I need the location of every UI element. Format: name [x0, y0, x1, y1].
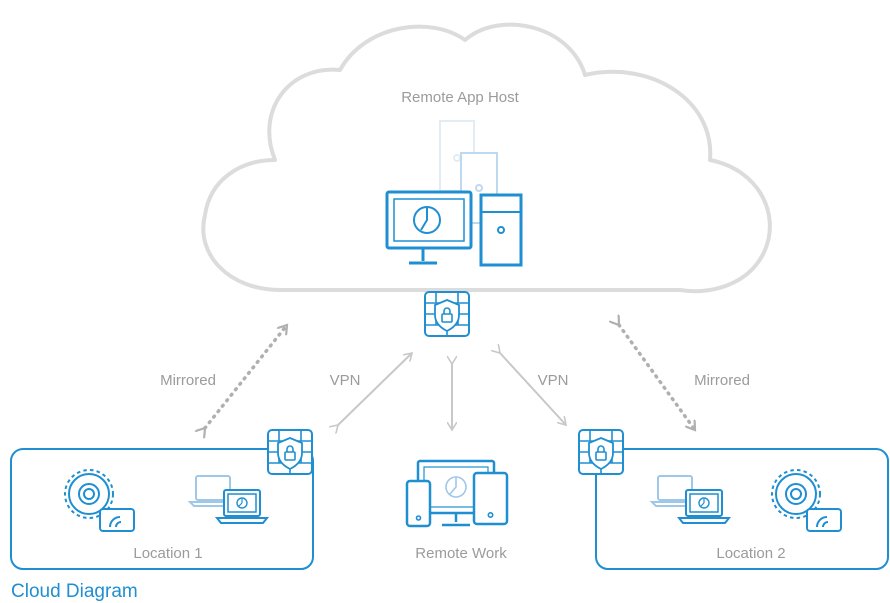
wifi-tag-icon: [806, 508, 842, 532]
cloud-label: Remote App Host: [401, 89, 519, 106]
firewall-icon: [578, 429, 624, 475]
vpn-arrow-left: [338, 353, 412, 425]
location-2-box: Location 2: [578, 429, 889, 570]
desktop-monitor-icon: [385, 190, 473, 265]
mirror-arrow-left: [205, 323, 289, 428]
wifi-tag-icon: [99, 508, 135, 532]
mirror-arrow-right: [619, 325, 697, 432]
laptop-icon: [678, 489, 730, 524]
vpn-label-left: VPN: [330, 372, 361, 389]
vpn-arrow-right: [500, 353, 566, 425]
firewall-icon: [424, 291, 470, 337]
location-1-label: Location 1: [133, 545, 202, 562]
mirrored-label-left: Mirrored: [160, 372, 216, 389]
remote-work-label: Remote Work: [415, 545, 507, 562]
diagram-title: Cloud Diagram: [11, 581, 138, 602]
location-1-box: Location 1: [10, 429, 314, 570]
mirrored-label-right: Mirrored: [694, 372, 750, 389]
firewall-icon: [267, 429, 313, 475]
remote-work-devices: [405, 459, 509, 528]
cloud-outline: [201, 22, 772, 294]
vpn-label-right: VPN: [538, 372, 569, 389]
server-tower-icon: [479, 193, 523, 267]
location-2-label: Location 2: [716, 545, 785, 562]
laptop-icon: [216, 489, 268, 524]
